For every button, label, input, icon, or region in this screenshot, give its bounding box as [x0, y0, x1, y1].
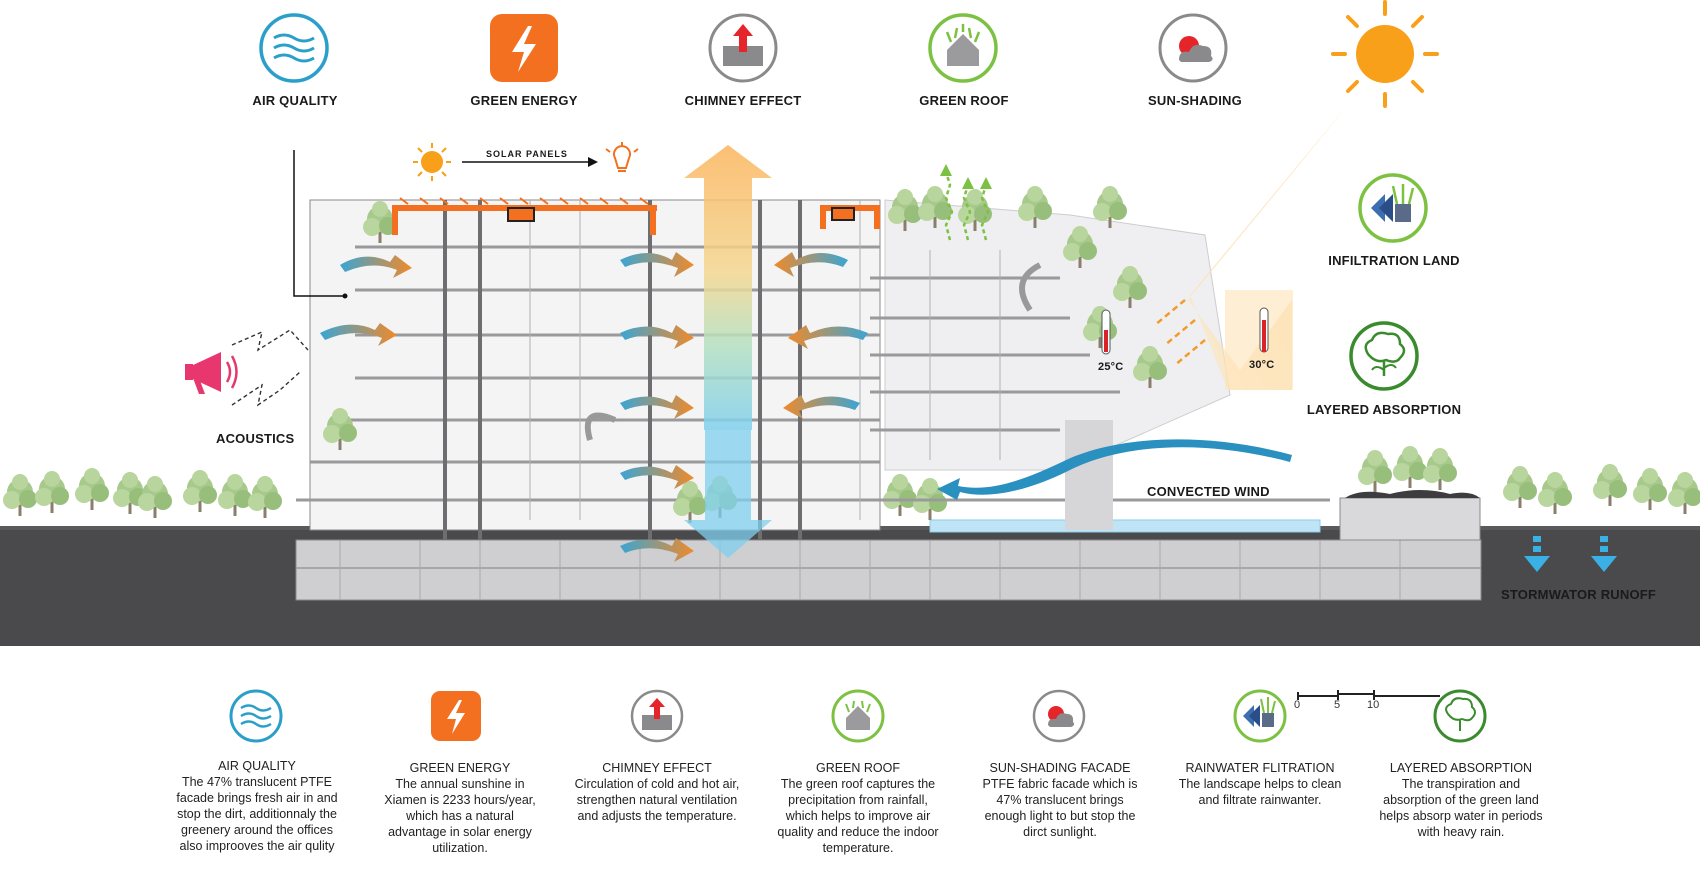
air-quality-icon [259, 13, 329, 83]
green-roof-vapor [944, 171, 990, 241]
scale-10: 10 [1367, 699, 1380, 711]
legend-text: The transpiration and absorption of the … [1379, 777, 1543, 839]
legend-lightning-icon [431, 691, 481, 741]
legend-green-energy: GREEN ENERGY The annual sunshine in Xiam… [376, 760, 544, 856]
solar-panels-label: SOLAR PANELS [486, 149, 568, 159]
legend-sun-cloud-icon [1032, 689, 1086, 743]
chimney-up-arrow [684, 145, 772, 430]
solar-panels-arrow-head [588, 157, 598, 167]
legend-chimney-icon [630, 689, 684, 743]
legend-air-quality: AIR QUALITY The 47% translucent PTFE fac… [173, 758, 341, 854]
legend-sun-shading: SUN-SHADING FACADE PTFE fabric facade wh… [976, 760, 1144, 840]
chimney-icon [708, 13, 778, 83]
scale-bar [1297, 690, 1440, 700]
warm-zone [1225, 290, 1293, 390]
heat-arrows [1154, 299, 1206, 366]
small-sun-icon [413, 143, 451, 181]
legend-rainwater-filtration: RAINWATER FLITRATION The landscape helps… [1176, 760, 1344, 808]
stormwater-arrows [1524, 536, 1617, 572]
legend-layered-absorption: LAYERED ABSORPTION The transpiration and… [1377, 760, 1545, 840]
legend-title: GREEN ROOF [815, 761, 901, 775]
legend-infiltration-icon [1233, 689, 1287, 743]
chimney-down-arrow [684, 430, 772, 558]
chimney-effect-label: CHIMNEY EFFECT [684, 93, 802, 108]
legend-text: Circulation of cold and hot air, strengt… [574, 777, 740, 823]
green-roof-label: GREEN ROOF [919, 93, 1009, 108]
green-roof-vapor-heads [940, 164, 992, 189]
legend-green-roof-icon [831, 689, 885, 743]
legend-chimney-effect: CHIMNEY EFFECT Circulation of cold and h… [573, 760, 741, 824]
acoustics-label: ACOUSTICS [216, 431, 295, 446]
legend-title: CHIMNEY EFFECT [602, 761, 712, 775]
convected-wind-arrow [937, 439, 1292, 500]
temp-outside-label: 30°C [1249, 359, 1275, 371]
scale-5: 5 [1334, 699, 1341, 711]
legend-green-roof: GREEN ROOF The green roof captures the p… [774, 760, 942, 856]
fresh-air-arrows [320, 252, 868, 562]
legend-title: GREEN ENERGY [409, 761, 511, 775]
water-pool [929, 519, 1321, 533]
legend-title: RAINWATER FLITRATION [1185, 761, 1335, 775]
air-quality-label: AIR QUALITY [252, 93, 338, 108]
legend-text: The landscape helps to clean and filtrat… [1178, 777, 1342, 807]
scale-0: 0 [1294, 699, 1301, 711]
temp-inside-label: 25°C [1098, 361, 1124, 373]
solar-panels-roof [392, 197, 880, 235]
thermometer-inside [1101, 309, 1111, 355]
convected-wind-label: CONVECTED WIND [1147, 484, 1270, 499]
building-structure [296, 199, 1330, 540]
sun-shading-label: SUN-SHADING [1148, 93, 1242, 108]
legend-title: LAYERED ABSORPTION [1389, 761, 1533, 775]
layered-absorption-label: LAYERED ABSORPTION [1306, 402, 1462, 417]
lightning-icon [490, 14, 558, 82]
legend-title: SUN-SHADING FACADE [989, 761, 1131, 775]
tree-icon [1349, 321, 1419, 391]
legend-tree-icon [1433, 689, 1487, 743]
legend-title: AIR QUALITY [218, 759, 296, 773]
air-quality-leader [293, 150, 345, 297]
green-roof-icon [928, 13, 998, 83]
underground-parking [295, 490, 1482, 601]
sun-icon [1331, 0, 1439, 108]
thermometer-outside [1259, 307, 1269, 353]
green-energy-label: GREEN ENERGY [470, 93, 578, 108]
sun-cloud-icon [1158, 13, 1228, 83]
east-facade [884, 199, 1231, 471]
stormwater-runoff-label: STORMWATOR RUNOFF [1501, 587, 1657, 602]
legend-text: The annual sunshine in Xiamen is 2233 ho… [384, 777, 536, 855]
legend-air-quality-icon [229, 689, 283, 743]
infiltration-icon [1358, 173, 1428, 243]
legend-text: The 47% translucent PTFE facade brings f… [176, 775, 338, 853]
lightbulb-icon [605, 142, 639, 172]
legend-text: The green roof captures the precipitatio… [777, 777, 939, 855]
legend-text: PTFE fabric facade which is 47% transluc… [982, 777, 1138, 839]
infiltration-land-label: INFILTRATION LAND [1328, 253, 1460, 268]
megaphone-icon [185, 352, 238, 394]
air-quality-leader-dot [342, 293, 348, 299]
sound-paths [231, 329, 309, 407]
